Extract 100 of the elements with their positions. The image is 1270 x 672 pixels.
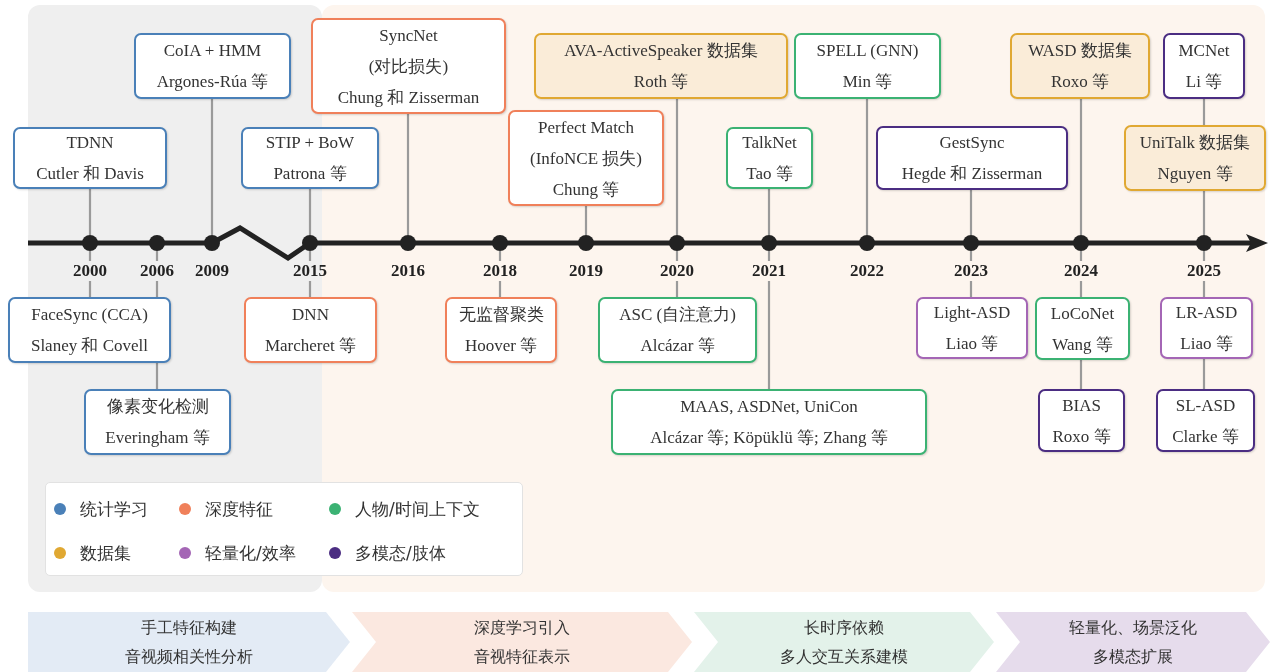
method-text: FaceSync (CCA) xyxy=(31,304,148,326)
method-text: SL-ASD xyxy=(1175,394,1236,417)
method-text: UniTalk 数据集 xyxy=(1139,132,1251,154)
method-box xyxy=(534,33,788,99)
method-text: Wang 等 xyxy=(1052,333,1113,356)
method-text: Alcázar 等 xyxy=(640,335,715,357)
method-text: 像素变化检测 xyxy=(106,396,209,418)
leader-line xyxy=(584,206,588,235)
phase-text: 多模态扩展 xyxy=(1093,646,1173,668)
method-text: Roxo 等 xyxy=(1050,71,1110,93)
method-text: Li 等 xyxy=(1185,71,1223,93)
method-text: (对比损失) xyxy=(368,55,449,78)
method-text: LoCoNet xyxy=(1050,302,1115,325)
method-text: Roth 等 xyxy=(633,71,689,93)
method-text: Clarke 等 xyxy=(1172,425,1239,448)
leader-line xyxy=(767,251,771,389)
method-text: DNN xyxy=(292,304,329,326)
leader-line xyxy=(155,363,159,389)
method-box xyxy=(794,33,941,99)
method-text: Nguyen 等 xyxy=(1157,163,1233,185)
method-text: GestSync xyxy=(939,132,1005,154)
method-box xyxy=(726,127,813,189)
phase-text: 多人交互关系建模 xyxy=(780,646,908,668)
method-text: Marcheret 等 xyxy=(264,335,357,357)
method-text: AVA-ActiveSpeaker 数据集 xyxy=(564,40,758,62)
method-text: TDNN xyxy=(66,132,114,154)
leader-line xyxy=(1202,99,1206,125)
method-text: Light-ASD xyxy=(933,302,1011,324)
method-text: LR-ASD xyxy=(1175,302,1238,324)
method-text: BIAS xyxy=(1062,394,1101,417)
leader-line xyxy=(1202,191,1206,235)
phase-text: 手工特征构建 xyxy=(141,617,237,639)
method-box xyxy=(84,389,231,455)
method-text: 无监督聚类 xyxy=(458,304,544,326)
legend-text: 深度特征 xyxy=(205,497,273,521)
method-text: Cutler 和 Davis xyxy=(36,163,144,185)
leader-line xyxy=(969,190,973,235)
method-text: Min 等 xyxy=(842,71,893,93)
method-box xyxy=(1160,297,1253,359)
method-box xyxy=(1035,297,1130,360)
method-box xyxy=(1156,389,1255,452)
legend-text: 轻量化/效率 xyxy=(205,541,296,565)
leader-line xyxy=(1079,360,1083,389)
method-box xyxy=(876,126,1068,190)
method-text: Slaney 和 Covell xyxy=(30,335,149,357)
method-box xyxy=(311,18,506,114)
method-text: Alcázar 等; Köpüklü 等; Zhang 等 xyxy=(650,427,888,449)
leader-line xyxy=(1079,99,1083,235)
method-box xyxy=(241,127,379,189)
method-text: Argones-Rúa 等 xyxy=(156,71,269,93)
method-text: Chung 和 Zisserman xyxy=(337,86,480,109)
method-text: Perfect Match xyxy=(538,116,634,139)
method-text: Roxo 等 xyxy=(1052,425,1111,448)
method-text: Everingham 等 xyxy=(105,427,210,449)
method-box xyxy=(244,297,377,363)
method-box xyxy=(611,389,927,455)
method-text: Hoover 等 xyxy=(464,335,538,357)
phase-text: 轻量化、场景泛化 xyxy=(1069,617,1197,639)
leader-line xyxy=(88,189,92,235)
legend-text: 人物/时间上下文 xyxy=(355,497,480,521)
method-text: Liao 等 xyxy=(1180,333,1233,355)
method-text: MCNet xyxy=(1178,40,1230,62)
method-text: ASC (自注意力) xyxy=(619,304,736,326)
leader-line xyxy=(1202,359,1206,389)
method-text: Patrona 等 xyxy=(273,163,347,185)
method-box xyxy=(1010,33,1150,99)
method-text: TalkNet xyxy=(742,132,797,154)
leader-line xyxy=(865,99,869,235)
method-text: Hegde 和 Zisserman xyxy=(901,163,1043,185)
legend-text: 数据集 xyxy=(80,541,131,565)
phase-text: 长时序依赖 xyxy=(804,617,884,639)
leader-line xyxy=(675,99,679,235)
phase-text: 深度学习引入 xyxy=(474,617,570,639)
method-box xyxy=(8,297,171,363)
method-text: Chung 等 xyxy=(552,178,620,201)
method-box xyxy=(445,297,557,363)
method-text: Tao 等 xyxy=(746,163,793,185)
method-text: WASD 数据集 xyxy=(1028,40,1132,62)
method-text: SyncNet xyxy=(379,24,438,47)
method-box xyxy=(598,297,757,363)
phase-text: 音视特征表示 xyxy=(474,646,570,668)
method-text: (InfoNCE 损失) xyxy=(530,147,642,170)
method-text: SPELL (GNN) xyxy=(816,40,919,62)
leader-line xyxy=(210,99,214,235)
method-box xyxy=(13,127,167,189)
leader-line xyxy=(406,114,410,235)
leader-line xyxy=(767,189,771,235)
method-text: MAAS, ASDNet, UniCon xyxy=(680,396,858,418)
method-text: STIP + BoW xyxy=(265,132,355,154)
method-box xyxy=(134,33,291,99)
method-box xyxy=(1038,389,1125,452)
legend-text: 统计学习 xyxy=(80,497,148,521)
method-box xyxy=(1124,125,1266,191)
method-box xyxy=(1163,33,1245,99)
leader-line xyxy=(308,189,312,235)
legend-text: 多模态/肢体 xyxy=(355,541,446,565)
method-text: Liao 等 xyxy=(945,333,999,355)
phase-text: 音视频相关性分析 xyxy=(125,646,253,668)
method-box xyxy=(916,297,1028,359)
method-box xyxy=(508,110,664,206)
